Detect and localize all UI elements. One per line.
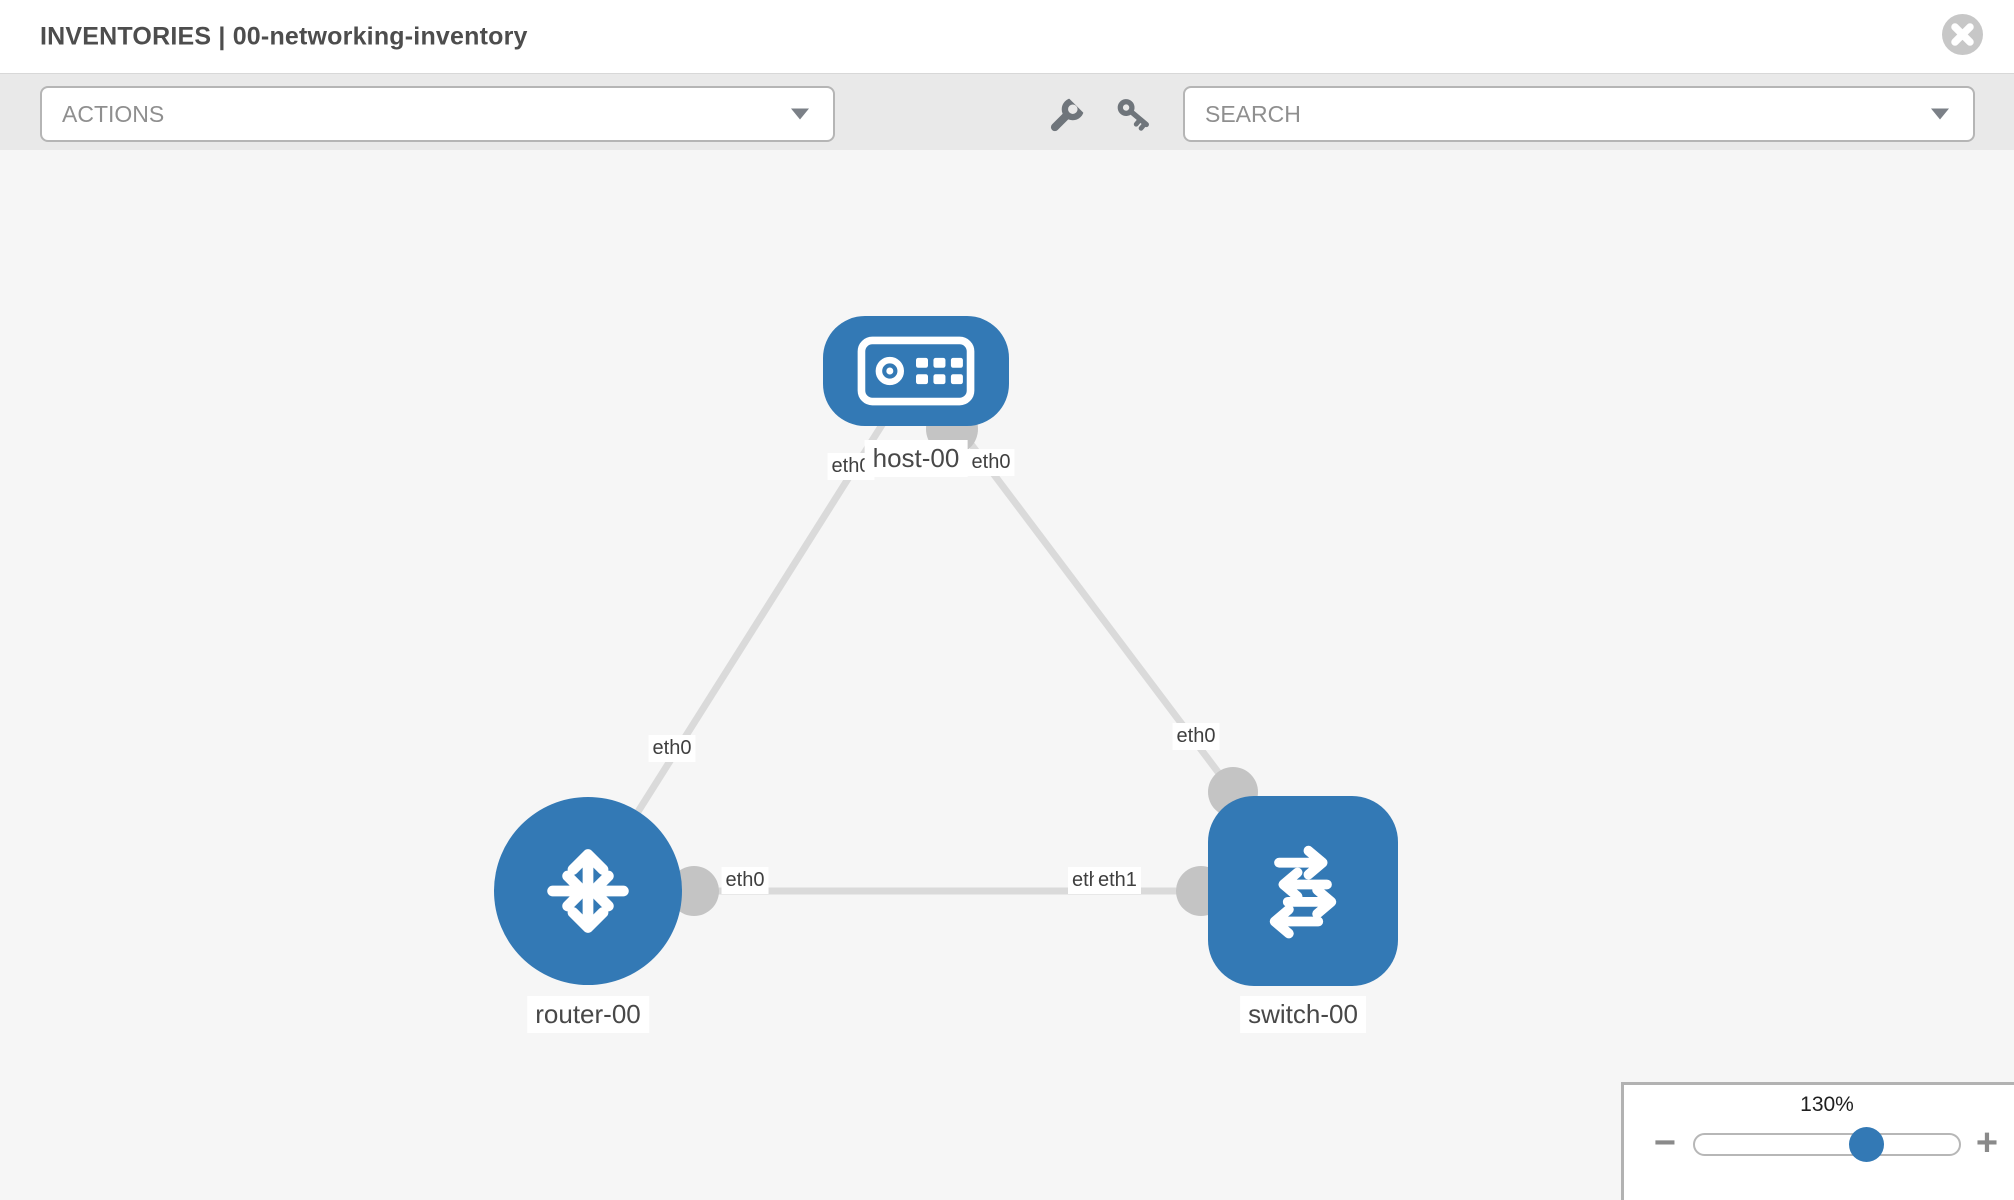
interface-label-router-eth0-to-host: eth0	[648, 735, 696, 762]
search-dropdown-label: SEARCH	[1205, 100, 1301, 127]
node-label-host-00: host-00	[864, 440, 968, 477]
node-host-00[interactable]	[823, 316, 1009, 426]
switch-icon	[1269, 845, 1337, 939]
interface-label-switch-eth0-to-host: eth0	[1172, 723, 1220, 750]
zoom-slider-knob[interactable]	[1849, 1127, 1884, 1162]
search-dropdown[interactable]: SEARCH	[1183, 86, 1975, 142]
wrench-icon[interactable]	[1048, 96, 1086, 134]
connector-router-eth0	[669, 866, 719, 916]
key-icon[interactable]	[1116, 96, 1154, 134]
node-switch-00[interactable]	[1208, 796, 1398, 986]
actions-caret-icon	[791, 108, 809, 120]
host-icon	[857, 336, 975, 406]
topology-canvas[interactable]: host-00 router-00 switch-00 eth0 eth0 et…	[0, 150, 2014, 1200]
node-label-router-00: router-00	[527, 996, 649, 1033]
interface-label-switch-eth1-to-router: eth1	[1094, 867, 1141, 894]
close-button[interactable]	[1942, 14, 1983, 55]
interface-label-host-eth0-to-switch: eth0	[967, 449, 1015, 476]
actions-dropdown-label: ACTIONS	[62, 100, 165, 127]
header: INVENTORIES | 00-networking-inventory	[0, 0, 2014, 73]
node-router-00[interactable]	[494, 797, 682, 985]
search-caret-icon	[1931, 108, 1949, 120]
actions-dropdown[interactable]: ACTIONS	[40, 86, 835, 142]
interface-label-router-eth0-to-switch: eth0	[721, 867, 769, 894]
topology-graph	[585, 368, 1258, 916]
zoom-out-button[interactable]: −	[1653, 1122, 1677, 1164]
zoom-slider-track[interactable]	[1693, 1133, 1961, 1156]
node-label-switch-00: switch-00	[1240, 996, 1366, 1033]
zoom-in-button[interactable]: +	[1975, 1122, 1999, 1164]
close-icon	[1951, 23, 1974, 46]
router-icon	[547, 849, 629, 933]
page-title: INVENTORIES | 00-networking-inventory	[40, 22, 528, 50]
zoom-control-panel: 130% − +	[1621, 1082, 2014, 1200]
interface-connectors	[669, 403, 1258, 916]
toolbar: ACTIONS SEARCH	[0, 73, 2014, 153]
zoom-level-value: 130%	[1800, 1093, 1854, 1116]
